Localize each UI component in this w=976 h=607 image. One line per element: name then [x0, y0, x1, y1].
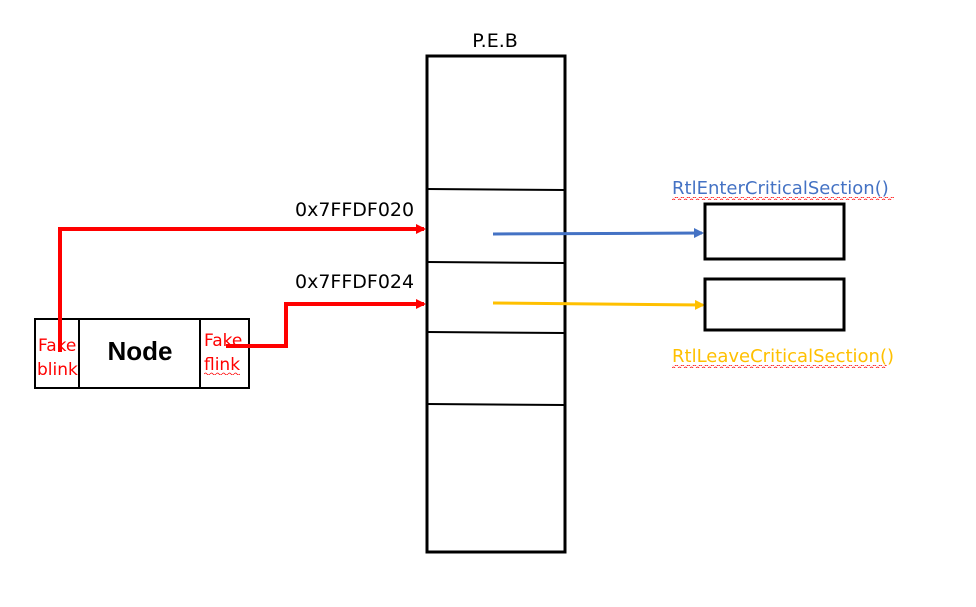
enter-function-box: [703, 202, 846, 261]
fake-blink-spellcheck-underline: [204, 372, 240, 375]
enter-function-arrow: [492, 228, 704, 239]
node-title: Node: [108, 336, 173, 366]
fake-blink-label-line1: Fake: [38, 336, 76, 356]
enter-function-label: RtlEnterCriticalSection(): [672, 178, 889, 199]
flink-pointer-arrow: [226, 299, 426, 348]
address-label-second: 0x7FFDF024: [295, 271, 414, 293]
blink-pointer-arrow: [58, 224, 426, 352]
leave-function-spellcheck-underline: [672, 365, 887, 368]
peb-divider-2: [426, 261, 566, 264]
fake-blink-label-line2: blink: [37, 360, 78, 380]
peb-divider-3: [426, 331, 566, 334]
address-label-first: 0x7FFDF020: [295, 199, 414, 221]
fake-flink-label-line2: flink: [204, 355, 240, 375]
enter-function-spellcheck-underline: [672, 197, 894, 200]
leave-function-label: RtlLeaveCriticalSection(): [672, 346, 894, 367]
leave-function-arrow: [492, 299, 705, 310]
node-block: Node Fake blink Fake flink: [34, 318, 250, 389]
peb-divider-4: [426, 403, 566, 406]
peb-title: P.E.B: [472, 30, 518, 52]
peb-divider-1: [426, 188, 566, 191]
leave-function-box: [703, 277, 846, 332]
node-outline: [34, 318, 250, 389]
